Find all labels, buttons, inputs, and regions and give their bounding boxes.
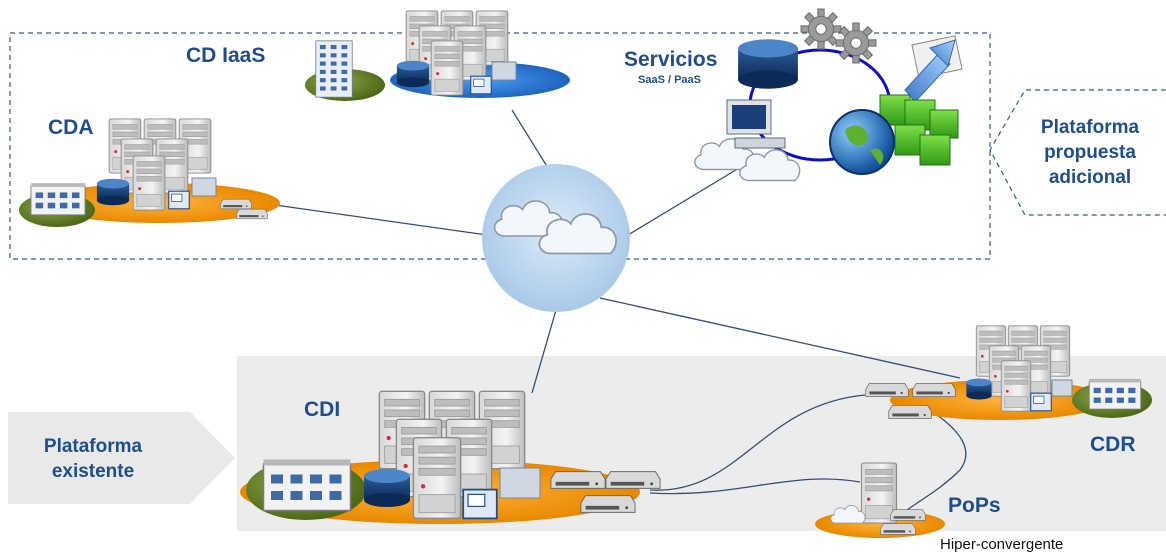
- computer-icon: [726, 99, 786, 149]
- cda-label: CDA: [48, 116, 94, 139]
- central-cloud: [482, 164, 630, 312]
- servicios-sub-label: SaaS / PaaS: [638, 74, 701, 86]
- mail-icon: [904, 35, 963, 103]
- cd-iaas-label: CD IaaS: [186, 44, 266, 67]
- pops-site: [815, 462, 945, 538]
- existing-line-2: existente: [51, 461, 135, 482]
- services-site: [694, 8, 963, 182]
- network-links: [274, 109, 967, 516]
- cdr-label: CDR: [1090, 433, 1136, 456]
- cda-site: [19, 118, 280, 227]
- proposed-platform-label: Plataforma propuesta adicional: [1030, 115, 1150, 190]
- proposed-line-1: Plataforma: [1040, 117, 1140, 138]
- cd-iaas-site: [305, 10, 570, 101]
- server-icon: [430, 40, 464, 96]
- gear-icon: [800, 8, 842, 50]
- cdi-label: CDI: [304, 398, 341, 421]
- existing-platform-label: Plataforma existente: [18, 434, 168, 484]
- pops-label: PoPs: [948, 494, 1001, 517]
- servicios-label: Servicios: [624, 48, 718, 71]
- cdi-site: [240, 390, 661, 524]
- proposed-platform-tag: [989, 89, 1166, 216]
- database-icon: [738, 39, 798, 89]
- database-icon: [396, 60, 430, 88]
- existing-platform-tag: [8, 412, 235, 504]
- proposed-line-2: propuesta: [1044, 142, 1136, 163]
- existing-line-1: Plataforma: [43, 436, 143, 457]
- cdr-site: [865, 325, 1152, 420]
- proposed-line-3: adicional: [1048, 167, 1132, 188]
- hiper-convergente-label: Hiper-convergente: [940, 536, 1064, 553]
- building-icon: [315, 40, 353, 98]
